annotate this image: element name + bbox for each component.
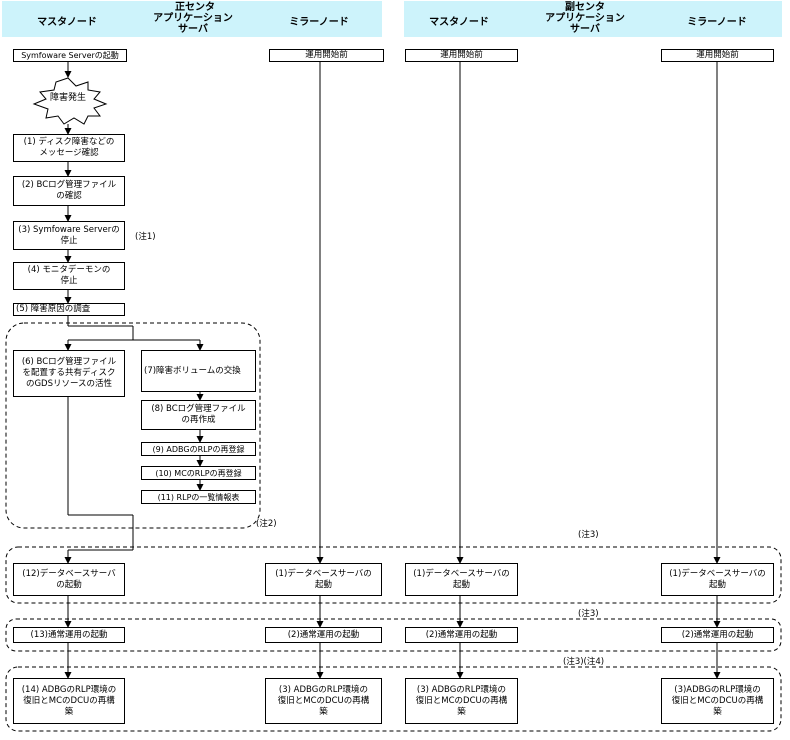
note-2: (注2): [256, 519, 277, 529]
primary-mirror-header: ミラーノード: [289, 17, 349, 28]
secondary-master-pre-start-box: 運用開始前: [405, 49, 518, 62]
secondary-center-header-band: [404, 1, 782, 37]
step-6-box: (6) BCログ管理ファイル を配置する共有ディスク のGDSリソースの活性: [13, 350, 125, 397]
primary-master-header: マスタノード: [37, 17, 97, 28]
db-start-group-box: [5, 546, 782, 604]
primary-center-title: 正センタ: [175, 2, 215, 13]
failure-event-label: 障害発生: [49, 93, 86, 103]
secondary-master-step-2-box: (2)通常運用の起動: [405, 627, 518, 643]
primary-center-header-band: [2, 1, 382, 37]
failure-burst-shape: [32, 77, 108, 125]
step-5-box: (5) 障害原因の調査: [13, 303, 125, 316]
primary-app-header: アプリケーション サーバ: [153, 13, 233, 35]
secondary-master-step-1-box: (1)データベースサーバの 起動: [405, 563, 518, 596]
step-1-box: (1) ディスク障害などの メッセージ確認: [13, 134, 125, 162]
secondary-mirror-pre-start-box: 運用開始前: [661, 49, 774, 62]
step-14-box: (14) ADBGのRLP環境の 復旧とMCのDCUの再構 築: [13, 678, 125, 724]
step-8-box: (8) BCログ管理ファイル の再作成: [141, 400, 256, 430]
note-1: (注1): [135, 232, 156, 242]
primary-mirror-step-2-box: (2)通常運用の起動: [265, 627, 382, 643]
primary-mirror-step-3-box: (3) ADBGのRLP環境の 復旧とMCのDCUの再構 築: [265, 678, 382, 724]
secondary-master-header: マスタノード: [429, 17, 489, 28]
step-12-box: (12)データベースサーバ の起動: [13, 563, 125, 596]
step-2-box: (2) BCログ管理ファイル の確認: [13, 176, 125, 206]
secondary-center-title: 副センタ: [565, 2, 605, 13]
step-13-box: (13)通常運用の起動: [13, 627, 125, 643]
primary-mirror-step-1-box: (1)データベースサーバの 起動: [265, 563, 382, 596]
step-4-box: (4) モニタデーモンの 停止: [13, 262, 125, 290]
secondary-mirror-header: ミラーノード: [687, 17, 747, 28]
secondary-app-header: アプリケーション サーバ: [545, 13, 625, 35]
note-3-4-rlp: (注3)(注4): [563, 657, 605, 667]
rlp-rebuild-group-box: [5, 666, 782, 732]
note-3-db-start: (注3): [578, 530, 599, 540]
primary-mirror-pre-start-box: 運用開始前: [269, 49, 384, 62]
step-start-box: Symfoware Serverの起動: [13, 49, 127, 62]
secondary-mirror-step-1-box: (1)データベースサーバの 起動: [661, 563, 774, 596]
secondary-master-step-3-box: (3) ADBGのRLP環境の 復旧とMCのDCUの再構 築: [405, 678, 518, 724]
step-10-box: (10) MCのRLPの再登録: [141, 466, 256, 480]
step-11-box: (11) RLPの一覧情報表: [141, 490, 256, 504]
step-7-box: (7)障害ボリュームの交換: [141, 350, 256, 392]
secondary-mirror-step-3-box: (3)ADBGのRLP環境の 復旧とMCのDCUの再構 築: [661, 678, 774, 724]
step-3-box: (3) Symfoware Serverの 停止: [13, 221, 125, 250]
step-9-box: (9) ADBGのRLPの再登録: [141, 442, 256, 456]
note-3-normal-op: (注3): [578, 609, 599, 619]
recovery-group-box: [5, 322, 261, 529]
secondary-mirror-step-2-box: (2)通常運用の起動: [661, 627, 774, 643]
